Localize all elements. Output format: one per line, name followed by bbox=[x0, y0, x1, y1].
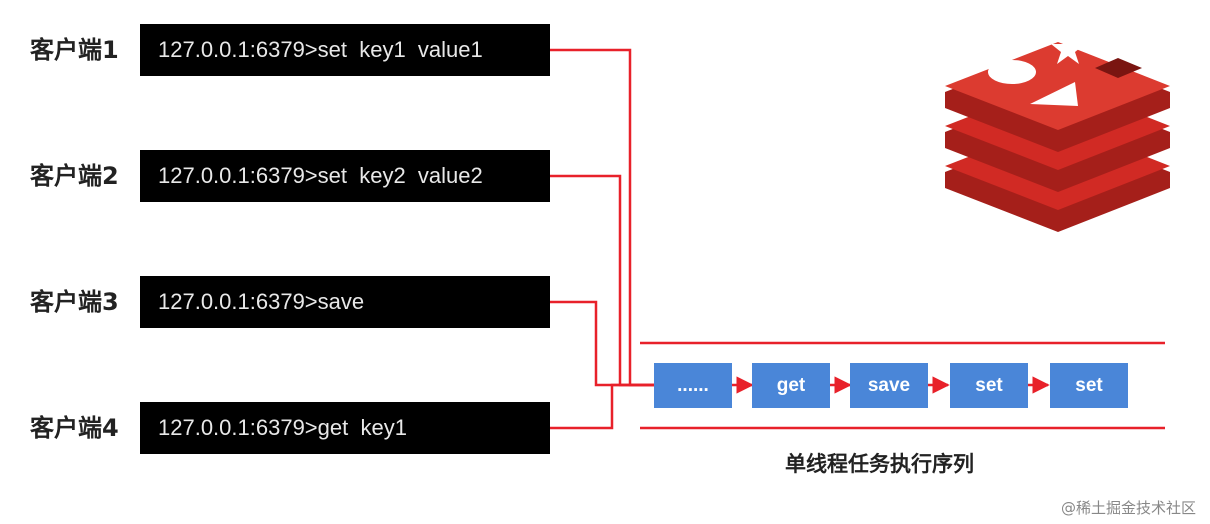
terminal-command: 127.0.0.1:6379>save bbox=[140, 276, 550, 328]
connector-client1 bbox=[550, 48, 655, 387]
terminal-command: 127.0.0.1:6379>get key1 bbox=[140, 402, 550, 454]
client-label: 客户端3 bbox=[30, 288, 119, 316]
source-footer: @稀土掘金技术社区 bbox=[1060, 499, 1196, 517]
connector-client2 bbox=[550, 174, 655, 387]
queue-item-save: save bbox=[850, 363, 928, 408]
client-label: 客户端2 bbox=[30, 162, 119, 190]
queue-item-set: set bbox=[950, 363, 1028, 408]
redis-logo-icon bbox=[945, 32, 1170, 232]
connector-client3 bbox=[550, 300, 655, 387]
client-label: 客户端4 bbox=[30, 414, 119, 442]
queue-caption: 单线程任务执行序列 bbox=[785, 452, 974, 476]
terminal-command: 127.0.0.1:6379>set key2 value2 bbox=[140, 150, 550, 202]
queue-item-set: set bbox=[1050, 363, 1128, 408]
connector-client4 bbox=[550, 383, 655, 430]
queue-item-ellipsis: ...... bbox=[654, 363, 732, 408]
queue-item-get: get bbox=[752, 363, 830, 408]
client-label: 客户端1 bbox=[30, 36, 119, 64]
terminal-command: 127.0.0.1:6379>set key1 value1 bbox=[140, 24, 550, 76]
